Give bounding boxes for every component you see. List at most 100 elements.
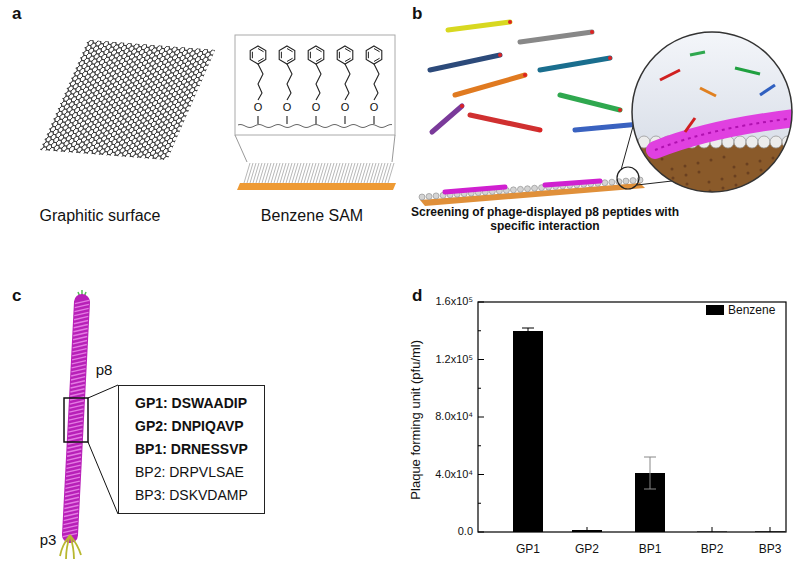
substrate-grain [649, 170, 652, 173]
axis-title: Plaque forming unit (pfu/ml) [408, 340, 424, 500]
substrate-grain [647, 192, 650, 195]
oxygen-bond [257, 116, 258, 124]
label-holder: p3 [40, 531, 57, 549]
zoom-view [626, 30, 795, 202]
p8-protein [66, 481, 80, 484]
sam-molecule [250, 163, 256, 183]
sam-molecule [292, 163, 298, 183]
substrate-grain [734, 175, 737, 178]
graphene-sheet [26, 32, 227, 178]
zoom-phage-texture [655, 118, 795, 150]
double-bond [287, 49, 293, 52]
benzene-sam [235, 35, 396, 190]
substrate-grain [746, 163, 749, 166]
category-label: GP1 [516, 542, 540, 556]
sam-molecule [256, 163, 262, 183]
atom-label: O [341, 101, 350, 114]
p8-protein [75, 304, 89, 307]
phage-rod [470, 115, 540, 130]
zoom-line [235, 135, 247, 162]
label-holder: Benzene SAM [261, 206, 363, 225]
phage-rod [575, 124, 640, 130]
sam-molecule [328, 163, 334, 183]
sam-molecule [298, 163, 304, 183]
error-bar [522, 328, 534, 334]
panel-letter: d [412, 286, 422, 306]
p8-protein [71, 377, 85, 380]
surface-molecules [419, 177, 643, 200]
zoom-line [637, 181, 672, 185]
p8-protein [66, 477, 80, 480]
protein-label: p8 [96, 361, 113, 379]
plot-frame [478, 302, 786, 532]
sam-molecule [274, 163, 280, 183]
zoom-phage [655, 118, 795, 150]
p8-protein [74, 324, 88, 327]
double-bond [368, 52, 369, 58]
molecule-box [235, 35, 395, 135]
p8-protein [68, 433, 82, 436]
p8-protein [67, 453, 81, 456]
tick-label: 1.2x10⁵ [435, 353, 473, 366]
y-minor-tick [478, 388, 481, 389]
double-bond [339, 52, 340, 58]
label-holder: BP1 [639, 542, 662, 556]
peptide-stick [660, 70, 680, 80]
substrate-grain [784, 185, 787, 188]
phage-rod [520, 32, 592, 42]
label-holder: p8 [96, 361, 113, 379]
benzene-ring [250, 46, 266, 64]
surface-molecule [609, 179, 615, 185]
benzene-ring [279, 46, 295, 64]
p8-protein [69, 421, 83, 424]
p8-protein [72, 365, 86, 368]
substrate-grain [684, 165, 687, 168]
phage-end [590, 30, 594, 34]
substrate-grain [721, 178, 724, 181]
leader-line [88, 442, 118, 514]
substrate-grain [672, 177, 675, 180]
substrate-grain [760, 169, 763, 172]
p8-protein [65, 489, 79, 492]
sam-molecule [295, 163, 301, 183]
label-holder: c [12, 286, 21, 306]
p8-protein [73, 341, 87, 344]
peptide-stick [700, 88, 716, 96]
y-tick [478, 302, 484, 303]
label-holder: O [341, 101, 350, 114]
phage-end [498, 53, 502, 57]
panel-letter: b [412, 4, 422, 24]
x-tick [712, 527, 713, 532]
sam-molecule [316, 163, 322, 183]
sam-molecule [265, 163, 271, 183]
label-holder: d [412, 286, 422, 306]
p8-protein [64, 521, 78, 524]
bound-phage [545, 181, 600, 185]
p8-protein [74, 320, 88, 323]
tick-label: 0.0 [458, 525, 473, 538]
phage-rod [540, 58, 610, 70]
sam-molecule [382, 163, 388, 183]
benzene-ring [308, 46, 324, 64]
sam-molecule [310, 163, 316, 183]
substrate-grain [708, 181, 711, 184]
substrate-grain [697, 162, 700, 165]
y-tick [478, 417, 484, 418]
p8-protein [74, 316, 88, 319]
substrate-grain [685, 174, 688, 177]
sam-molecule [367, 163, 373, 183]
substrate-grain [759, 160, 762, 163]
alkyl-chain [316, 64, 321, 100]
peptide-sequence: GP1: DSWAADIP [135, 392, 248, 415]
p8-protein [73, 345, 87, 348]
p8-protein [64, 505, 78, 508]
bar [697, 531, 727, 533]
sam-molecule [319, 163, 325, 183]
substrate-grain [783, 176, 786, 179]
sam-molecule [379, 163, 385, 183]
p8-protein [71, 373, 85, 376]
legend-text: Benzene [728, 303, 775, 317]
double-bond [345, 49, 351, 52]
peptide-stick [685, 118, 695, 132]
